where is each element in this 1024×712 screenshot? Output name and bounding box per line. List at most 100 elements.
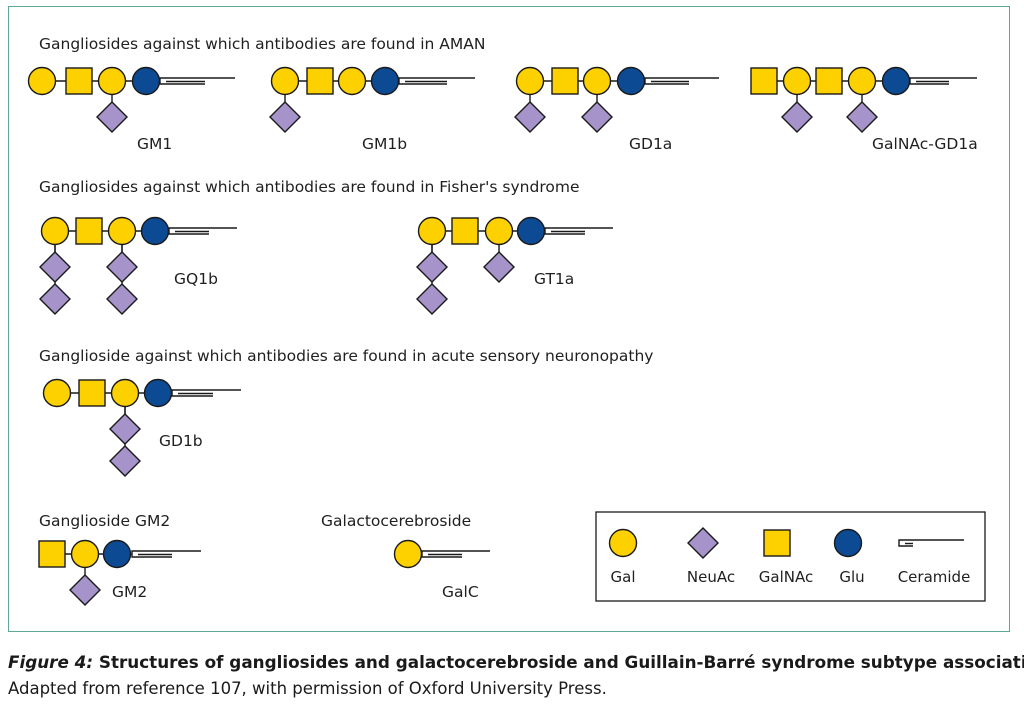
structure-galnac-gd1a: GalNAc-GD1a xyxy=(750,66,978,153)
legend-galnac-icon xyxy=(763,529,791,557)
glu-circle-icon xyxy=(833,528,863,558)
ganglioside-diagram: Gangliosides against which antibodies ar… xyxy=(27,35,986,606)
figure-panel: Gangliosides against which antibodies ar… xyxy=(8,6,1010,632)
galnac-square-icon xyxy=(451,217,479,245)
glycan-chain xyxy=(38,539,201,606)
structure-gd1b: GD1b xyxy=(42,378,241,477)
ceramide-tail-icon xyxy=(898,539,964,547)
neuac-diamond-icon xyxy=(109,413,141,445)
structure-label-gm1b: GM1b xyxy=(362,135,407,153)
legend-label-ceramide: Ceramide xyxy=(898,568,971,586)
galnac-square-icon xyxy=(750,67,778,95)
galnac-square-icon xyxy=(815,67,843,95)
ceramide-tail-icon xyxy=(644,77,719,85)
galnac-square-icon xyxy=(75,217,103,245)
glu-circle-icon xyxy=(616,66,646,96)
galnac-square-icon xyxy=(763,529,791,557)
ceramide-tail-icon xyxy=(421,550,490,558)
structure-gm1b: GM1b xyxy=(269,66,475,153)
structure-gq1b: GQ1b xyxy=(39,216,237,315)
gal-circle-icon xyxy=(608,528,638,558)
heading-aman: Gangliosides against which antibodies ar… xyxy=(39,35,485,53)
ceramide-tail-icon xyxy=(398,77,475,85)
gal-circle-icon xyxy=(107,216,137,246)
legend: Gal NeuAc GalNAc Glu Ceramide xyxy=(595,511,986,602)
neuac-diamond-icon xyxy=(483,251,515,283)
neuac-diamond-icon xyxy=(581,101,613,133)
glycan-chain xyxy=(39,216,237,315)
legend-label-neuac: NeuAc xyxy=(687,568,735,586)
ceramide-tail-icon xyxy=(544,227,613,235)
ceramide-tail-icon xyxy=(159,77,235,85)
figure-label: Figure 4: xyxy=(8,652,94,672)
heading-fisher: Gangliosides against which antibodies ar… xyxy=(39,178,580,196)
structure-label-gm1: GM1 xyxy=(137,135,172,153)
ceramide-tail-icon xyxy=(131,550,201,558)
gal-circle-icon xyxy=(40,216,70,246)
gal-circle-icon xyxy=(515,66,545,96)
heading-gm2: Ganglioside GM2 xyxy=(39,512,170,530)
structure-label-gt1a: GT1a xyxy=(534,270,574,288)
figure-caption-title: Figure 4: Structures of gangliosides and… xyxy=(8,652,1024,672)
neuac-diamond-icon xyxy=(846,101,878,133)
gal-circle-icon xyxy=(42,378,72,408)
glu-circle-icon xyxy=(881,66,911,96)
glycan-chain xyxy=(750,66,977,133)
gal-circle-icon xyxy=(582,66,612,96)
neuac-diamond-icon xyxy=(106,251,138,283)
galnac-square-icon xyxy=(65,67,93,95)
heading-galc: Galactocerebroside xyxy=(321,512,471,530)
gal-circle-icon xyxy=(70,539,100,569)
legend-ceramide-icon xyxy=(898,539,964,547)
figure-title: Structures of gangliosides and galactoce… xyxy=(93,652,1024,672)
neuac-diamond-icon xyxy=(269,101,301,133)
legend-label-gal: Gal xyxy=(611,568,636,586)
structure-gm1: GM1 xyxy=(27,66,235,153)
legend-glu-icon xyxy=(833,528,863,558)
structure-label-galc: GalC xyxy=(442,583,479,601)
glu-circle-icon xyxy=(143,378,173,408)
gal-circle-icon xyxy=(417,216,447,246)
legend-label-galnac: GalNAc xyxy=(759,568,813,586)
glycan-chain xyxy=(416,216,613,315)
ceramide-tail-icon xyxy=(168,227,237,235)
glu-circle-icon xyxy=(516,216,546,246)
ceramide-tail-icon xyxy=(909,77,977,85)
galnac-square-icon xyxy=(38,540,66,568)
structure-gd1a: GD1a xyxy=(514,66,719,153)
gal-circle-icon xyxy=(27,66,57,96)
gal-circle-icon xyxy=(270,66,300,96)
legend-gal-icon xyxy=(608,528,638,558)
glu-circle-icon xyxy=(370,66,400,96)
structure-label-gq1b: GQ1b xyxy=(174,270,218,288)
neuac-diamond-icon xyxy=(514,101,546,133)
gal-circle-icon xyxy=(847,66,877,96)
glu-circle-icon xyxy=(140,216,170,246)
gal-circle-icon xyxy=(337,66,367,96)
structure-label-gm2: GM2 xyxy=(112,583,147,601)
glu-circle-icon xyxy=(102,539,132,569)
structure-label-gd1b: GD1b xyxy=(159,432,203,450)
structure-gm2: GM2 xyxy=(38,539,201,606)
structure-label-gd1a: GD1a xyxy=(629,135,672,153)
structure-galc: GalC xyxy=(393,539,490,601)
gal-circle-icon xyxy=(393,539,423,569)
neuac-diamond-icon xyxy=(416,283,448,315)
neuac-diamond-icon xyxy=(96,101,128,133)
galnac-square-icon xyxy=(78,379,106,407)
glycan-chain xyxy=(393,539,490,569)
glycan-chain xyxy=(42,378,241,477)
galnac-square-icon xyxy=(551,67,579,95)
gal-circle-icon xyxy=(97,66,127,96)
neuac-diamond-icon xyxy=(109,445,141,477)
structure-gt1a: GT1a xyxy=(416,216,613,315)
legend-label-glu: Glu xyxy=(839,568,864,586)
glycan-chain xyxy=(514,66,719,133)
neuac-diamond-icon xyxy=(416,251,448,283)
gal-circle-icon xyxy=(782,66,812,96)
neuac-diamond-icon xyxy=(39,283,71,315)
figure-caption-credit: Adapted from reference 107, with permiss… xyxy=(8,679,607,698)
gal-circle-icon xyxy=(484,216,514,246)
ceramide-tail-icon xyxy=(171,389,241,397)
gal-circle-icon xyxy=(110,378,140,408)
